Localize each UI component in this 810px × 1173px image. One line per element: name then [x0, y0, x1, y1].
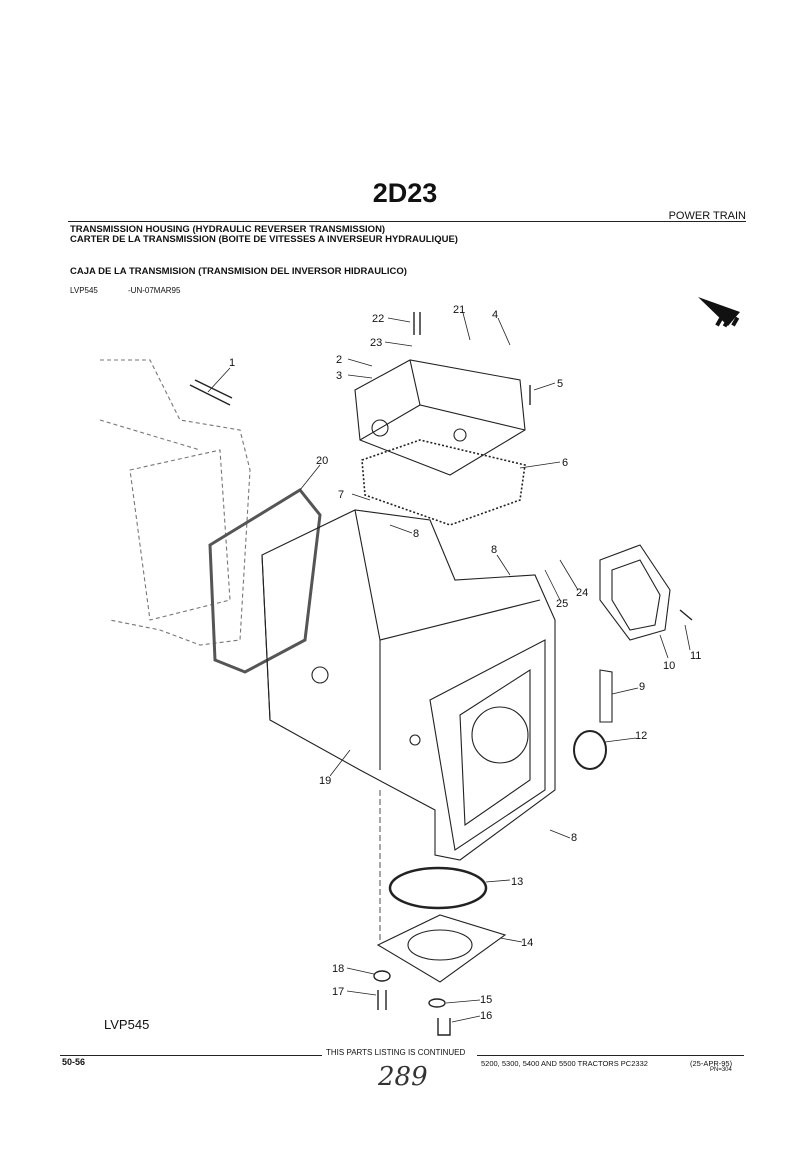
callout-3: 3 — [336, 370, 342, 382]
callout-12: 12 — [635, 730, 647, 742]
callout-4: 4 — [492, 309, 498, 321]
callout-24: 24 — [576, 587, 588, 599]
revision-code: -UN-07MAR95 — [128, 286, 181, 295]
callout-20: 20 — [316, 455, 328, 467]
page-number: 50-56 — [62, 1057, 86, 1067]
callout-7: 7 — [338, 489, 344, 501]
callout-2: 2 — [336, 354, 342, 366]
section-name: POWER TRAIN — [668, 210, 746, 222]
callout-10: 10 — [663, 660, 675, 672]
pn-code: PN=304 — [710, 1067, 732, 1073]
callout-5: 5 — [557, 378, 563, 390]
callout-9: 9 — [639, 681, 645, 693]
illustration-ref: LVP545 — [70, 286, 98, 295]
cover-plate-14 — [376, 914, 507, 983]
callout-1: 1 — [229, 357, 235, 369]
valve-housing-21 — [354, 359, 526, 476]
footer-rule-left — [60, 1055, 322, 1056]
gasket-6 — [361, 439, 526, 526]
cover-10 — [599, 544, 671, 641]
callout-6: 6 — [562, 457, 568, 469]
illustration-label: LVP545 — [104, 1017, 150, 1032]
footer-rule-right — [477, 1055, 744, 1056]
callout-8: 8 — [571, 832, 577, 844]
title-french: CARTER DE LA TRANSMISSION (BOITE DE VITE… — [70, 234, 458, 245]
callout-13: 13 — [511, 876, 523, 888]
callout-25: 25 — [556, 598, 568, 610]
direction-arrow-icon — [698, 297, 740, 328]
page-code: 2D23 — [372, 178, 438, 208]
callout-8: 8 — [413, 528, 419, 540]
callout-8: 8 — [491, 544, 497, 556]
callout-22: 22 — [372, 313, 384, 325]
models-catalog: 5200, 5300, 5400 AND 5500 TRACTORS PC233… — [481, 1059, 648, 1068]
callout-16: 16 — [480, 1010, 492, 1022]
callout-19: 19 — [319, 775, 331, 787]
continued-notice: THIS PARTS LISTING IS CONTINUED — [326, 1048, 466, 1057]
callout-21: 21 — [453, 304, 465, 316]
title-spanish: CAJA DE LA TRANSMISION (TRANSMISION DEL … — [70, 266, 407, 277]
callout-14: 14 — [521, 937, 533, 949]
filter-9 — [599, 669, 613, 723]
snap-ring-12 — [573, 730, 607, 770]
callout-23: 23 — [370, 337, 382, 349]
callout-17: 17 — [332, 986, 344, 998]
o-ring-13 — [388, 866, 488, 910]
callout-11: 11 — [690, 650, 701, 662]
gasket-20 — [208, 488, 322, 674]
handwritten-page-number: 289 — [378, 1062, 428, 1092]
callout-15: 15 — [480, 994, 492, 1006]
title-english: TRANSMISSION HOUSING (HYDRAULIC REVERSER… — [70, 224, 386, 235]
callout-18: 18 — [332, 963, 344, 975]
engine-outline — [99, 359, 251, 646]
catalog-date: (25-APR-95) — [690, 1059, 733, 1068]
leader-lines — [207, 312, 691, 1023]
transmission-housing-19 — [261, 509, 556, 861]
bolts — [189, 312, 693, 1036]
header-rule — [68, 221, 746, 222]
